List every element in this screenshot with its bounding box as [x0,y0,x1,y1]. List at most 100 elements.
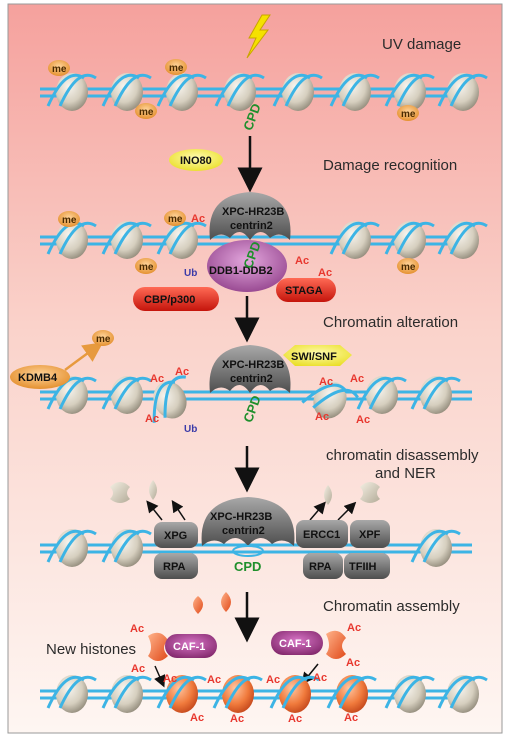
nucleosome-row-4 [46,529,461,567]
nucleosome-icon [46,529,97,567]
arrow-icon [64,342,104,372]
svg-text:me: me [52,64,67,75]
ddb-complex: DDB1-DDB2 [207,240,287,292]
svg-text:KDMB4: KDMB4 [18,372,58,384]
nucleosome-row-1 [46,73,488,111]
acetyl-mark: Ac [191,213,205,225]
stage-label-uv-damage: UV damage [382,36,461,53]
svg-text:me: me [62,215,77,226]
svg-text:me: me [401,109,416,120]
stage-disassembly-ner: XPG RPA XPC-HR23B centrin2 CPD ERCC1 XPF… [40,480,472,579]
ubiquitin-mark: Ub [184,268,197,279]
acetyl-mark: Ac [130,623,144,635]
acetyl-mark: Ac [350,373,364,385]
svg-text:RPA: RPA [309,561,331,573]
new-histones-label: New histones [46,641,136,658]
nucleosome-icon [101,376,152,414]
svg-text:STAGA: STAGA [285,285,323,297]
nucleosome-icon [156,675,207,713]
svg-text:me: me [96,334,111,345]
arrow-icon [146,500,163,521]
stage-damage-recognition: DDB1-DDB2 XPC-HR23B centrin2 CPD CBP/p30… [40,192,488,311]
acetyl-mark: Ac [230,713,244,725]
nucleosome-icon [356,376,407,414]
acetyl-mark: Ac [318,267,332,279]
stage-label-disassembly-line2: and NER [375,465,436,482]
nucleosome-icon [152,375,187,423]
nucleosome-icon [101,675,152,713]
stage-uv-damage: UV damage me me me me CPD [40,14,488,132]
nucleosome-row-2 [46,221,488,259]
svg-text:DDB1-DDB2: DDB1-DDB2 [209,265,273,277]
nucleosome-icon [101,221,152,259]
nucleosome-icon [101,529,152,567]
svg-text:CAF-1: CAF-1 [173,641,205,653]
svg-text:CAF-1: CAF-1 [279,638,311,650]
svg-text:CBP/p300: CBP/p300 [144,294,195,306]
xpg-protein: XPG [154,522,198,548]
acetyl-mark: Ac [288,713,302,725]
acetyl-mark: Ac [313,672,327,684]
svg-text:me: me [139,107,154,118]
nucleosome-icon [272,73,323,111]
xpc-complex: XPC-HR23B centrin2 [209,192,291,240]
acetyl-mark: Ac [356,414,370,426]
methyl-mark: me [92,330,114,346]
methyl-mark: me [135,258,157,274]
acetyl-mark: Ac [207,674,221,686]
acetyl-mark: Ac [150,373,164,385]
nucleosome-icon [269,675,320,713]
nucleosome-icon [46,675,97,713]
histone-fragment [324,485,332,505]
methyl-mark: me [397,258,419,274]
caf1-complex-left: CAF-1 [148,632,217,661]
caf1-complex-right: CAF-1 [271,630,346,659]
svg-text:TFIIH: TFIIH [349,561,377,573]
acetyl-mark: Ac [175,366,189,378]
nucleosome-icon [46,73,97,111]
nucleosome-icon [212,675,263,713]
acetyl-mark: Ac [346,657,360,669]
nucleosome-icon [384,73,435,111]
new-histone-fragment [193,596,203,614]
nucleosome-icon [329,73,380,111]
nucleosome-icon [437,73,488,111]
tfiih-protein: TFIIH [344,553,390,579]
cbp-p300-complex: CBP/p300 [133,287,219,311]
nucleosome-icon [326,675,377,713]
svg-text:SWI/SNF: SWI/SNF [291,351,337,363]
xpf-protein: XPF [350,520,390,548]
nucleosome-icon [384,221,435,259]
svg-text:XPC-HR23B: XPC-HR23B [222,359,284,371]
histone-fragment [110,482,130,503]
ino80-complex: INO80 [169,149,223,171]
cpd-label: CPD [234,559,261,574]
stage-chromatin-assembly: New histones CAF-1 CAF-1 Ac Ac Ac Ac Ac … [40,622,488,725]
nucleosome-icon [410,376,461,414]
arrow-icon [337,501,357,521]
svg-text:RPA: RPA [163,561,185,573]
acetyl-mark: Ac [347,622,361,634]
acetyl-mark: Ac [266,674,280,686]
svg-text:centrin2: centrin2 [230,373,273,385]
svg-text:XPG: XPG [164,530,187,542]
svg-text:XPC-HR23B: XPC-HR23B [210,511,272,523]
nucleosome-icon [437,675,488,713]
xpc-complex: XPC-HR23B centrin2 [201,497,295,546]
ubiquitin-mark: Ub [184,424,197,435]
nucleosome-row-5 [46,675,488,713]
svg-text:me: me [139,262,154,273]
stage-label-chromatin-assembly: Chromatin assembly [323,598,460,615]
acetyl-mark: Ac [295,255,309,267]
swi-snf-complex: SWI/SNF [283,345,352,366]
svg-text:XPC-HR23B: XPC-HR23B [222,206,284,218]
svg-text:me: me [169,63,184,74]
dna-bubble [232,545,264,557]
nucleosome-icon [46,221,97,259]
rpa-protein-left: RPA [154,553,198,579]
nucleosome-icon [410,529,461,567]
acetyl-mark: Ac [344,712,358,724]
acetyl-mark: Ac [315,411,329,423]
svg-text:centrin2: centrin2 [230,220,273,232]
